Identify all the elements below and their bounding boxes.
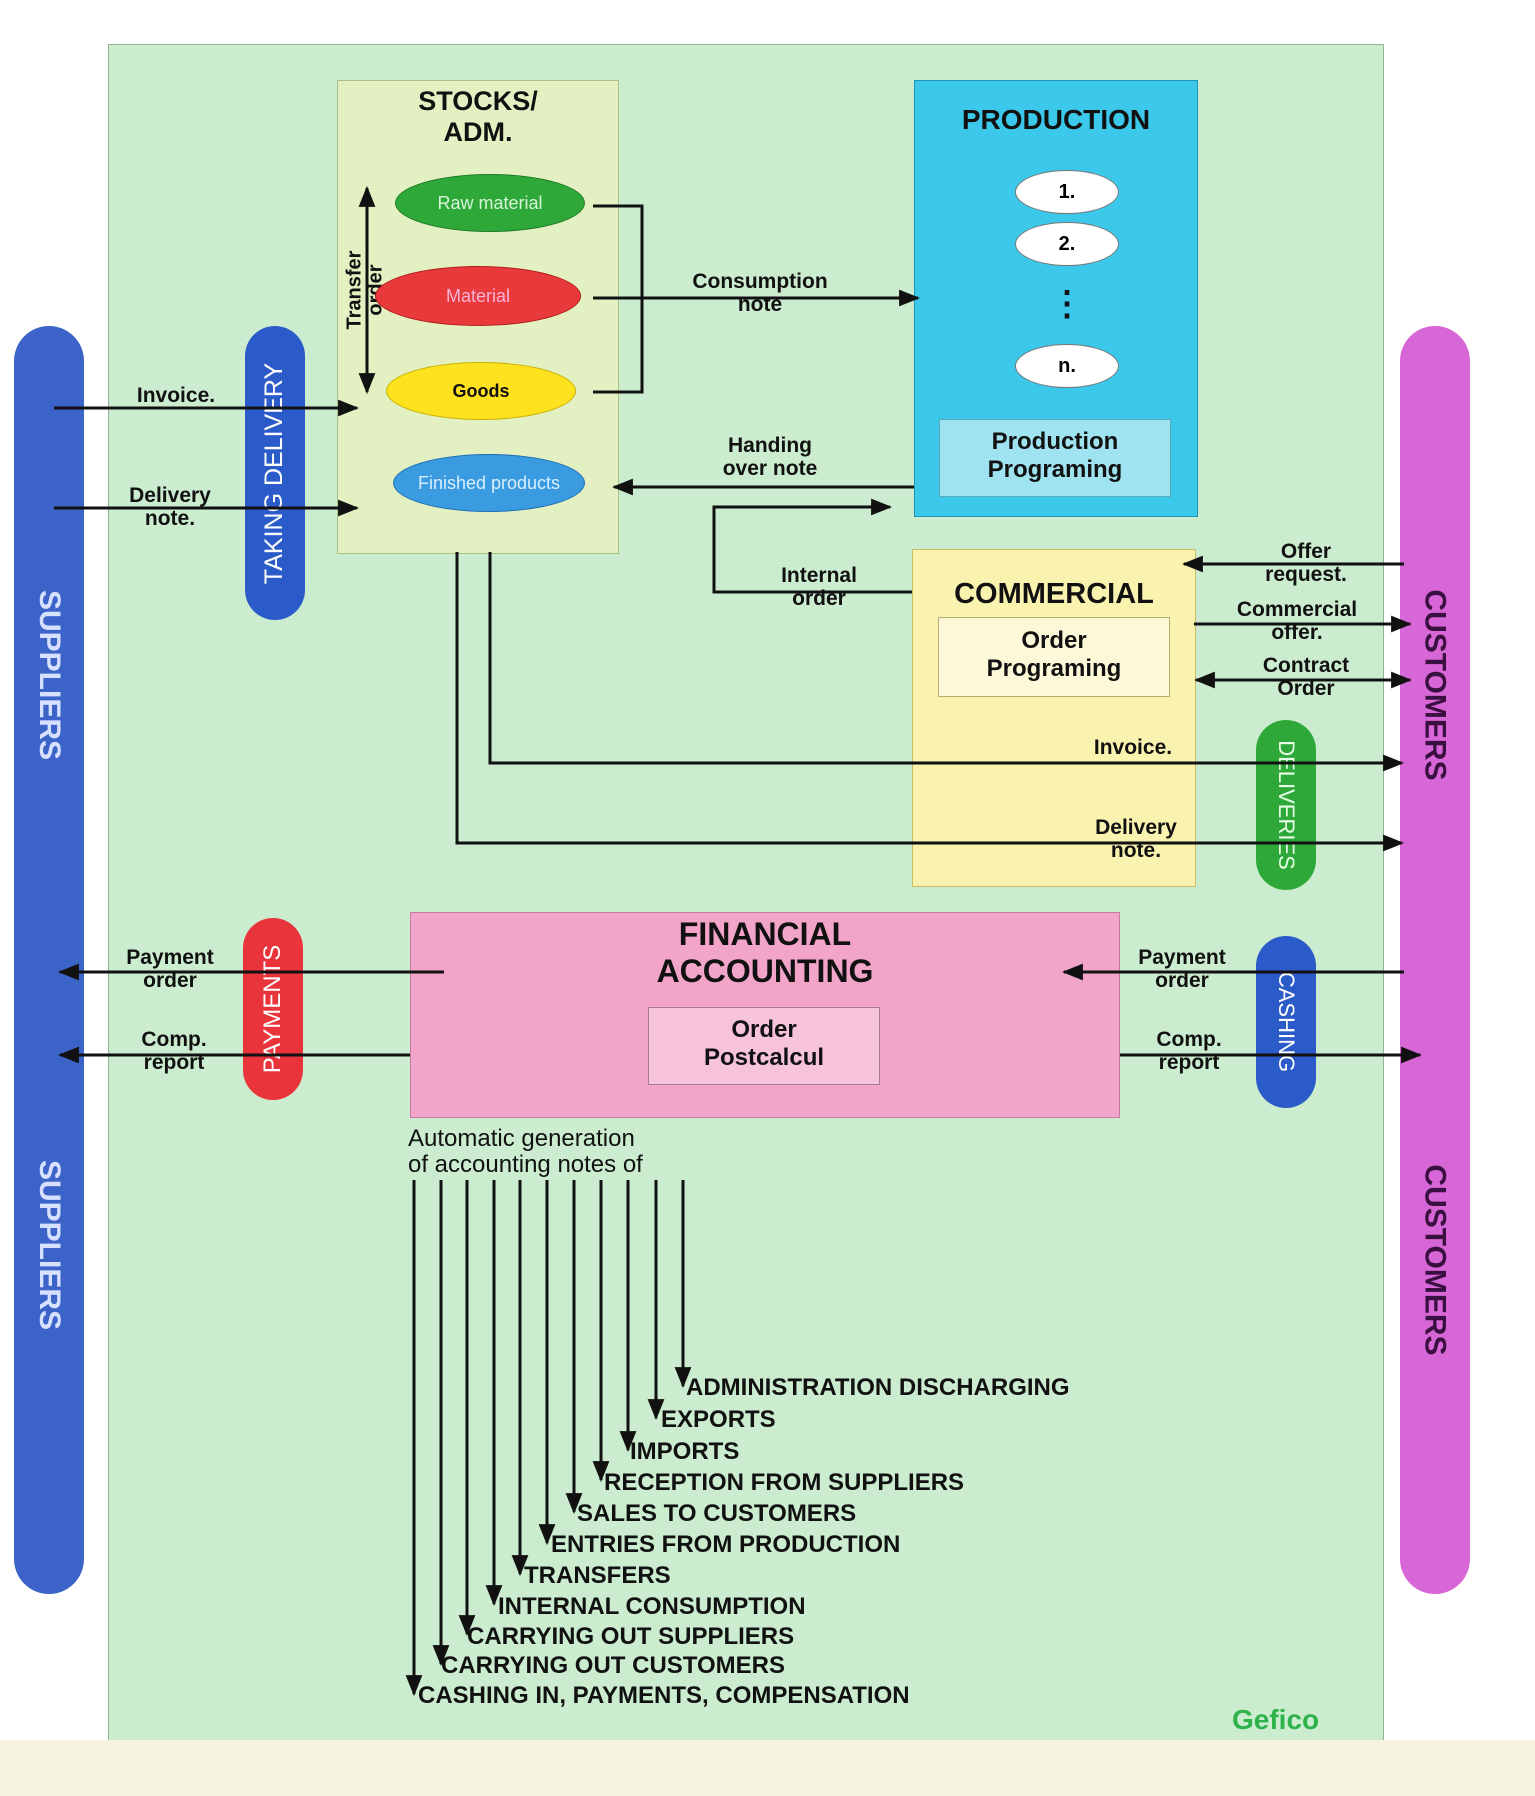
delivery-note-in-label: Delivery note. [129,484,211,531]
customers-bar [1400,326,1470,1594]
customers-label: CUSTOMERS [1419,589,1453,781]
offer-request-label: Offer request. [1265,540,1347,587]
financial-title: FINANCIAL ACCOUNTING [656,916,874,989]
commercial-offer-label: Commercial offer. [1236,598,1358,645]
goods-oval: Goods [386,362,576,420]
order-postcalcul-box [648,1007,880,1085]
note-administration-discharging: ADMINISTRATION DISCHARGING [686,1374,1070,1401]
automatic-generation-heading: Automatic generation of accounting notes… [408,1125,643,1179]
production-step-2: 2. [1015,222,1119,266]
production-step-n: n. [1015,344,1119,388]
comp-report-right-label: Comp. report [1156,1028,1222,1075]
order-postcalcul-label: Order Postcalcul [703,1016,825,1071]
note-cashing-payments-compensation: CASHING IN, PAYMENTS, COMPENSATION [418,1682,910,1709]
production-step-1: 1. [1015,170,1119,214]
brand-logo-text: Gefico [1232,1704,1320,1735]
note-imports: IMPORTS [630,1438,740,1465]
stocks-title: STOCKS/ ADM. [418,86,538,148]
raw-material-oval: Raw material [395,174,585,232]
bottom-strip [0,1740,1535,1796]
payments-pill: PAYMENTS [243,918,303,1100]
payment-order-right-label: Payment order [1138,946,1226,993]
suppliers-label: SUPPLIERS [33,589,67,761]
note-exports: EXPORTS [661,1406,776,1433]
invoice-out-label: Invoice. [1093,736,1173,759]
suppliers-bar [14,326,84,1594]
comp-report-left-label: Comp. report [141,1028,207,1075]
note-transfers: TRANSFERS [524,1562,671,1589]
production-step-ellipsis: ⋮ [1050,285,1084,323]
commercial-title: COMMERCIAL [954,578,1154,610]
note-carrying-out-customers: CARRYING OUT CUSTOMERS [441,1652,786,1679]
internal-order-label: Internal order [781,564,857,611]
production-programing-box [939,419,1171,497]
consumption-note-label: Consumption note [692,270,828,317]
order-programing-label: Order Programing [986,627,1122,682]
delivery-note-out-label: Delivery note. [1095,816,1177,863]
customers-label-lower: CUSTOMERS [1419,1164,1453,1356]
production-programing-label: Production Programing [987,428,1123,483]
invoice-in-label: Invoice. [136,384,216,407]
contract-order-label: Contract Order [1262,654,1350,701]
note-internal-consumption: INTERNAL CONSUMPTION [498,1593,806,1620]
deliveries-pill: DELIVERIES [1256,720,1316,890]
production-title: PRODUCTION [961,104,1151,135]
taking-delivery-pill: TAKING DELIVERY [245,326,305,620]
note-sales-to-customers: SALES TO CUSTOMERS [577,1500,857,1527]
material-oval: Material [375,266,581,326]
cashing-pill: CASHING [1256,936,1316,1108]
note-carrying-out-suppliers: CARRYING OUT SUPPLIERS [467,1623,795,1650]
payment-order-left-label: Payment order [126,946,214,993]
note-reception-from-suppliers: RECEPTION FROM SUPPLIERS [604,1469,965,1496]
handing-over-note-label: Handing over note [722,434,818,481]
note-entries-from-production: ENTRIES FROM PRODUCTION [551,1531,901,1558]
finished-products-oval: Finished products [393,454,585,512]
suppliers-label-lower: SUPPLIERS [33,1159,67,1331]
